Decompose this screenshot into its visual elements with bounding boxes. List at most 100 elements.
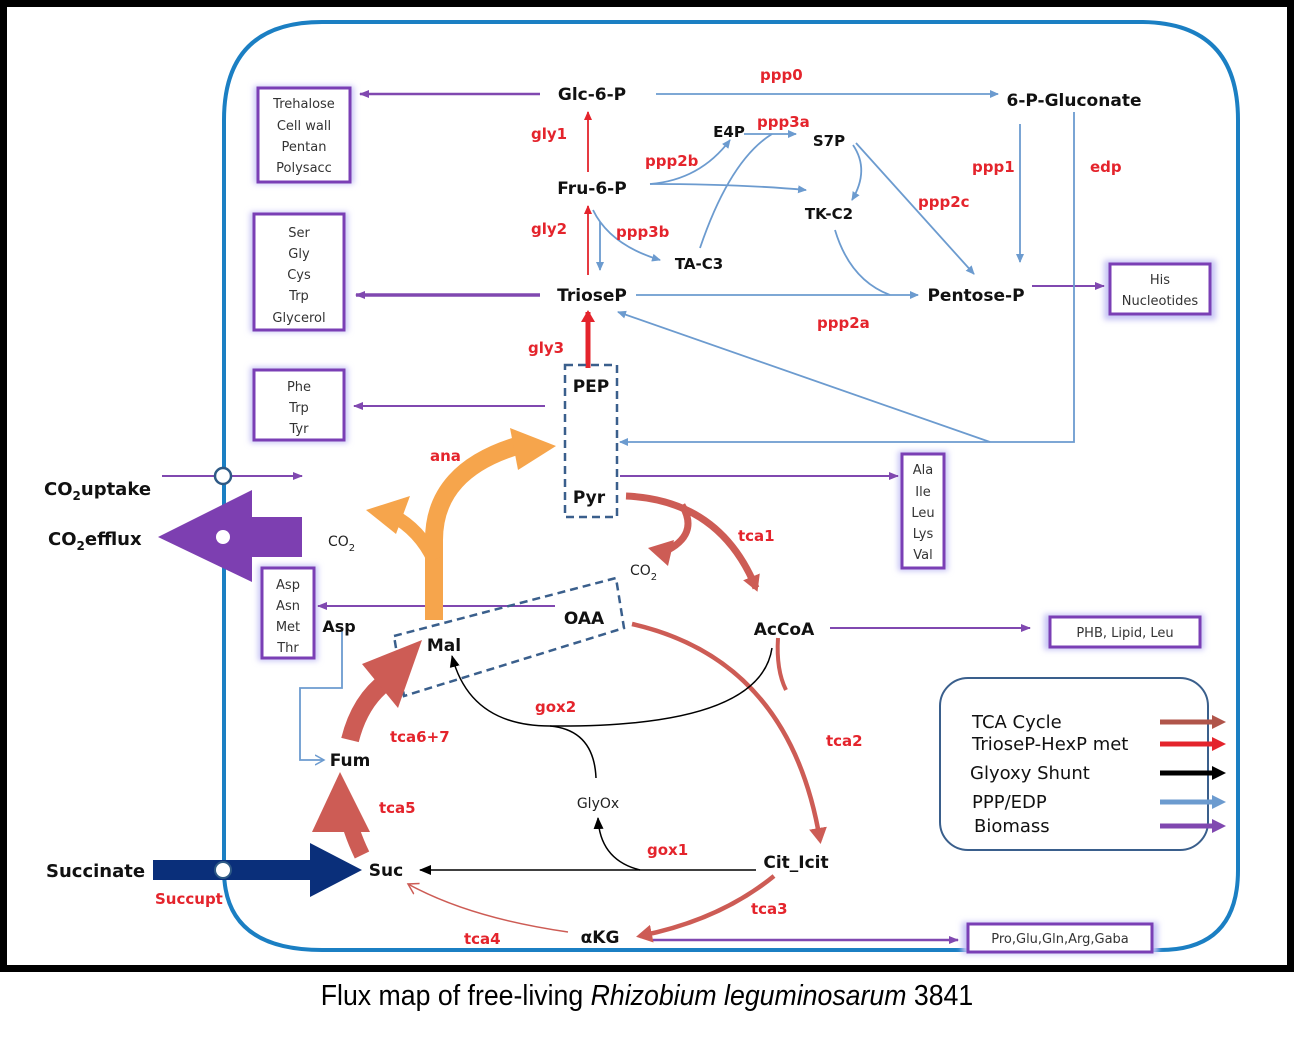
biomass-item: Pentan [282, 140, 327, 155]
metabolite-akg: αKG [581, 928, 620, 948]
tca-arrows [312, 492, 827, 943]
co2-tca1-label: CO2 [630, 563, 657, 583]
metabolite-asp: Asp [322, 617, 355, 636]
biomass-item: His [1150, 273, 1170, 288]
reaction-ppp3b: ppp3b [616, 223, 670, 241]
metabolite-tkc2: TK-C2 [805, 205, 853, 223]
flux-map-diagram: Trehalose Cell wall Pentan Polysacc Ser … [44, 20, 1240, 954]
biomass-item: Gly [288, 247, 310, 262]
reaction-tca6-7: tca6+7 [390, 728, 450, 746]
biomass-item: Val [913, 548, 932, 563]
arrow-accoa-merge [775, 637, 788, 691]
co2-efflux-label: CO2efflux [48, 529, 142, 553]
succinate-transporter [214, 861, 232, 879]
metabolite-mal: Mal [427, 636, 461, 656]
metabolite-glyox: GlyOx [577, 796, 619, 812]
metabolite-s7p: S7P [813, 132, 845, 150]
biomass-item: Phe [287, 380, 311, 395]
metabolite-pyr: Pyr [573, 488, 606, 508]
metabolite-suc: Suc [369, 861, 403, 881]
arrow-s7p-to-tkc2 [851, 144, 863, 201]
biomass-item: Pro,Glu,Gln,Arg,Gaba [991, 932, 1129, 947]
biomass-box-akg: Pro,Glu,Gln,Arg,Gaba [962, 922, 1158, 954]
biomass-item: Ile [915, 485, 930, 500]
arrow-edp-to-triosep [617, 310, 991, 443]
metabolite-tac3: TA-C3 [675, 255, 723, 273]
reaction-gox2: gox2 [535, 698, 576, 716]
biomass-item: PHB, Lipid, Leu [1076, 626, 1173, 641]
biomass-box-pyruvate: Ala Ile Leu Lys Val [898, 451, 948, 571]
arrow-edp [619, 112, 1075, 446]
glyoxy-arrows [419, 647, 773, 875]
legend-swatch-arrowhead [1212, 819, 1226, 833]
anaplerotic-arrow [366, 428, 556, 620]
co2-efflux-arrow [158, 490, 302, 582]
reaction-gly3: gly3 [528, 339, 564, 357]
reaction-ppp2c: ppp2c [918, 193, 970, 211]
arrow-tca3 [636, 874, 776, 943]
oaa-mal-pool [392, 576, 626, 698]
reaction-tca2: tca2 [826, 732, 863, 750]
biomass-box-triose: Ser Gly Cys Trp Glycerol [250, 212, 348, 332]
arrow-ppp2b-e4p [649, 139, 731, 185]
ana-head [510, 428, 556, 470]
reaction-ana: ana [430, 447, 461, 465]
reaction-edp: edp [1090, 158, 1122, 176]
metabolite-fum: Fum [330, 751, 371, 771]
ana-shaft [425, 436, 523, 620]
caption-strain: 3841 [906, 980, 974, 1012]
arrow-tca1-co2-head [648, 540, 674, 566]
reaction-gly1: gly1 [531, 125, 567, 143]
biomass-item: Trp [288, 401, 309, 416]
biomass-item: Polysacc [276, 161, 332, 176]
biomass-box-oaa: Asp Asn Met Thr [258, 565, 318, 661]
reaction-tca4: tca4 [464, 930, 501, 948]
svg-text:CO2: CO2 [328, 534, 355, 554]
arrow-gox2 [449, 655, 597, 779]
legend-label: TrioseP-HexP met [971, 734, 1128, 755]
co2-ana-label: CO2 [328, 534, 355, 554]
biomass-box-pentose: His Nucleotides [1104, 260, 1216, 320]
co2-uptake-transporter [213, 466, 233, 486]
arrow-tkc2-to-pentosep [834, 229, 891, 296]
biomass-item: Lys [913, 527, 934, 542]
arrow-tca5-head [312, 772, 370, 832]
biomass-item: Ser [288, 226, 310, 241]
reaction-gox1: gox1 [647, 841, 688, 859]
svg-text:CO2: CO2 [630, 563, 657, 583]
biomass-item: Cys [287, 268, 311, 283]
reaction-ppp3a: ppp3a [757, 113, 810, 131]
arrow-tca4 [408, 884, 569, 933]
biomass-item: Leu [911, 506, 934, 521]
reaction-tca3: tca3 [751, 900, 788, 918]
legend-item: PPP/EDP [972, 792, 1226, 813]
metabolite-pep: PEP [573, 377, 610, 397]
legend-item: TCA Cycle [971, 712, 1226, 733]
arrow-tca67-head [362, 640, 422, 708]
legend-label: Glyoxy Shunt [970, 763, 1090, 784]
arrow-gox1 [593, 817, 641, 871]
legend-swatch-arrowhead [1212, 766, 1226, 780]
reaction-gly2: gly2 [531, 220, 567, 238]
biomass-item: Met [276, 620, 300, 635]
metabolite-triosep: TrioseP [557, 286, 627, 306]
metabolite-glc6p: Glc-6-P [558, 85, 626, 105]
arrow-ppp3b [592, 209, 661, 262]
reaction-ppp1: ppp1 [972, 158, 1015, 176]
biomass-box-hexose: Trehalose Cell wall Pentan Polysacc [254, 86, 354, 184]
metabolite-e4p: E4P [713, 123, 745, 141]
arrow-asp-to-fum [299, 630, 343, 760]
cell-membrane [222, 20, 1240, 952]
legend-item: Glyoxy Shunt [970, 763, 1226, 784]
arrow-tca67-shaft [341, 672, 394, 743]
co2-efflux-transporter [216, 530, 230, 544]
legend-swatch-arrowhead [1212, 715, 1226, 729]
ppp-edp-arrows [299, 90, 1075, 760]
reaction-ppp0: ppp0 [760, 66, 803, 84]
legend-swatch-arrowhead [1212, 795, 1226, 809]
reaction-succupt: Succupt [155, 890, 223, 908]
metabolite-oaa: OAA [564, 609, 605, 629]
legend-swatch-arrowhead [1212, 737, 1226, 751]
metabolite-fru6p: Fru-6-P [557, 179, 626, 199]
reaction-ppp2a: ppp2a [817, 314, 870, 332]
